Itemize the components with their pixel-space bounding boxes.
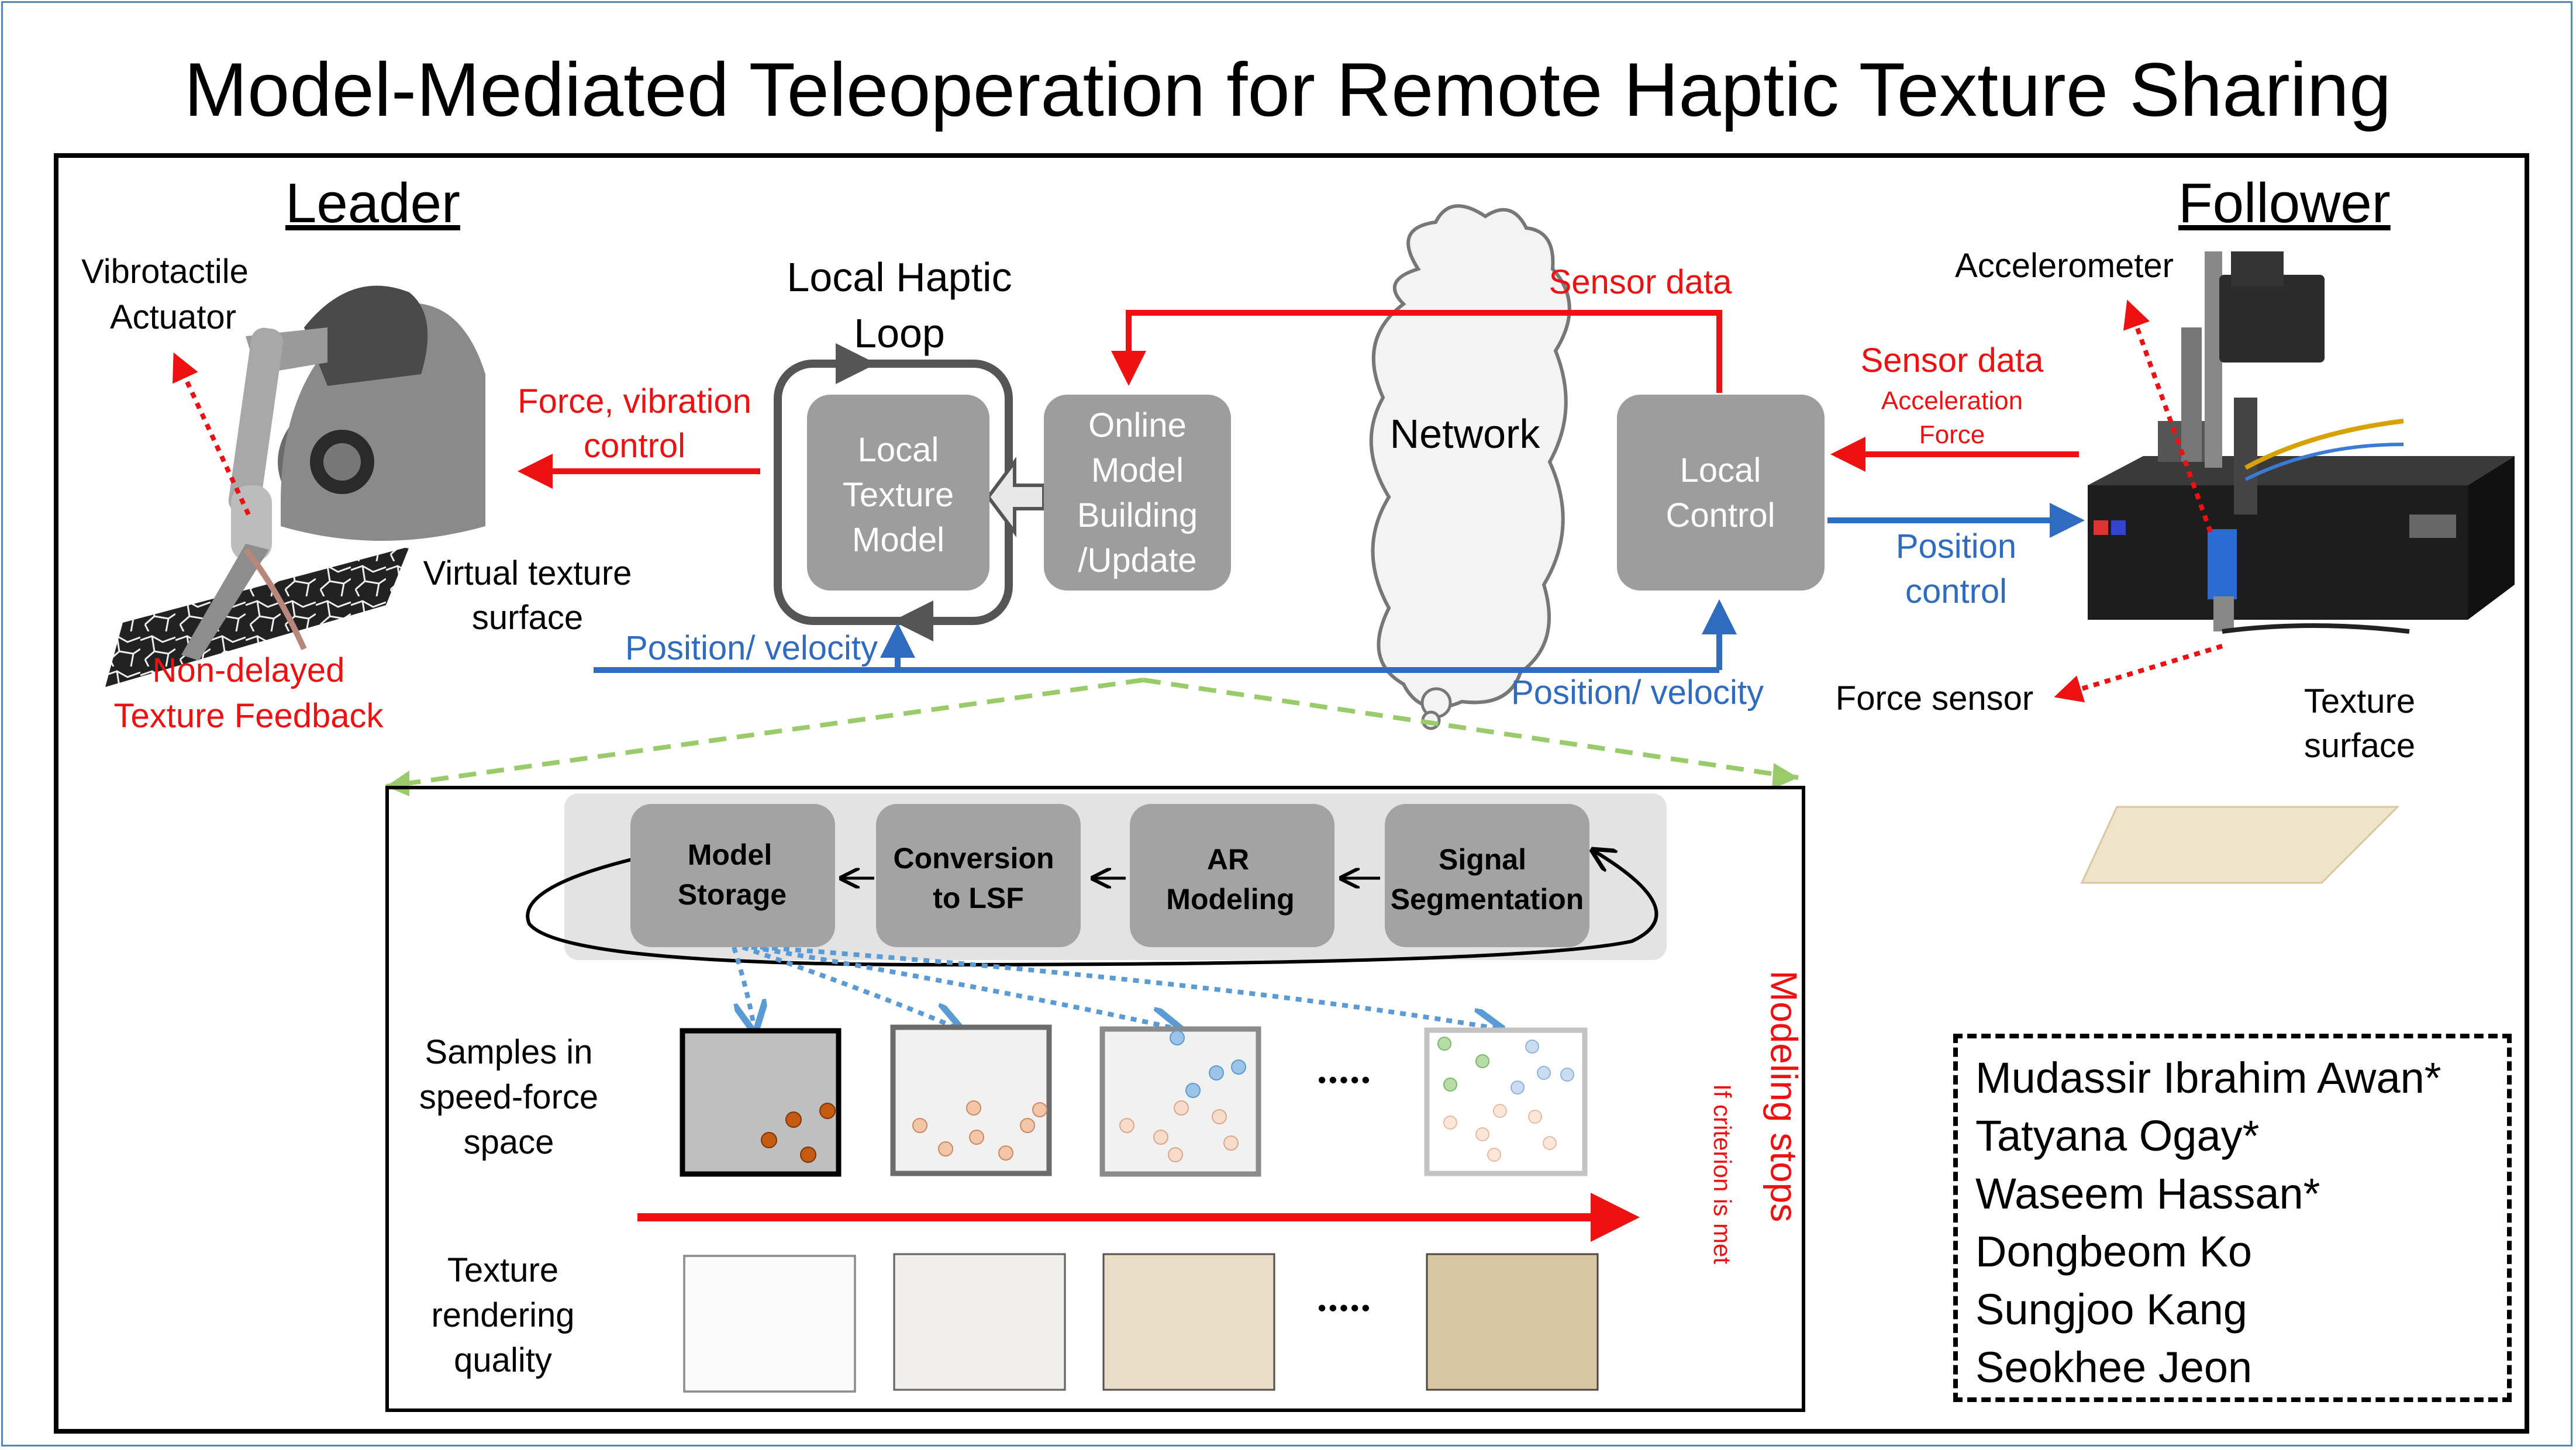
- step-signal-line1: Signal: [1438, 843, 1527, 876]
- sample-box-2: [890, 1024, 1052, 1176]
- texture-model-line1: Local: [857, 431, 939, 469]
- step-model-storage-line2: Storage: [677, 878, 787, 911]
- online-model-line4: /Update: [1078, 541, 1197, 579]
- authors-box: Mudassir Ibrahim Awan* Tatyana Ogay* Was…: [1953, 1034, 2512, 1402]
- criterion-label: If criterion is met: [1709, 1083, 1737, 1265]
- sample-box-4: [1424, 1027, 1588, 1176]
- network-label: Network: [1389, 411, 1540, 457]
- author-4: Dongbeom Ko: [1975, 1227, 2253, 1276]
- actuator-pointer-arrow: [173, 352, 251, 516]
- author-6: Seokhee Jeon: [1975, 1343, 2253, 1392]
- step-ar-line2: Modeling: [1166, 883, 1295, 916]
- step-conversion-line1: Conversion: [893, 842, 1054, 875]
- actuator-label-line1: Vibrotactile: [81, 253, 249, 291]
- force-control-label-line1: Force, vibration: [518, 382, 751, 420]
- samples-label-line2: speed-force: [419, 1078, 599, 1116]
- sample-dots-1: [761, 1103, 836, 1163]
- sensor-data-arrow: [1111, 310, 1722, 393]
- quality-label-line3: quality: [454, 1341, 552, 1379]
- accelerometer-pointer-arrow: [2123, 299, 2213, 533]
- model-update-arrow: [986, 457, 1046, 537]
- virtual-texture-label-line1: Virtual texture: [423, 554, 632, 592]
- online-model-line1: Online: [1088, 406, 1187, 444]
- step-signal-segmentation: [1385, 804, 1589, 947]
- step-ar-modeling: [1130, 804, 1334, 947]
- step-conversion-lsf: [876, 804, 1081, 947]
- position-control-label-line2: control: [1905, 572, 2008, 610]
- position-velocity-label-right: Position/ velocity: [1511, 674, 1764, 712]
- follower-texture-label-line1: Texture: [2303, 682, 2416, 720]
- online-model-line3: Building: [1077, 496, 1198, 534]
- sample-dots-4: [1437, 1037, 1574, 1162]
- samples-label-line1: Samples in: [425, 1033, 593, 1071]
- quality-label-line1: Texture: [447, 1251, 559, 1289]
- step-conversion-line2: to LSF: [933, 882, 1024, 914]
- quality-label-line2: rendering: [431, 1296, 575, 1334]
- leader-heading: Leader: [285, 172, 460, 234]
- leader-device-image: [105, 285, 485, 687]
- feedback-label-line2: Texture Feedback: [113, 697, 384, 735]
- force-sensor-pointer-arrow: [2054, 644, 2223, 703]
- force-sensor-label: Force sensor: [1835, 679, 2034, 717]
- modeling-stops-label: Modeling stops: [1763, 970, 1805, 1223]
- step-ar-line1: AR: [1206, 843, 1250, 876]
- local-texture-model-box: [807, 395, 989, 591]
- sample-dots-2: [912, 1100, 1047, 1161]
- samples-label-line3: space: [463, 1123, 554, 1161]
- main-frame: [54, 153, 2529, 1434]
- online-model-box: [1044, 395, 1231, 591]
- force-label: Force: [1919, 420, 1985, 449]
- actuator-label-line2: Actuator: [110, 298, 236, 336]
- texture-model-line3: Model: [852, 521, 944, 559]
- virtual-texture-patch: [105, 547, 409, 687]
- author-3: Waseem Hassan*: [1975, 1169, 2320, 1218]
- page-title: Model-Mediated Teleoperation for Remote …: [184, 47, 2392, 132]
- acceleration-label: Acceleration: [1881, 386, 2023, 415]
- quality-ellipsis: •••••: [1318, 1294, 1373, 1321]
- virtual-texture-label-line2: surface: [471, 599, 584, 637]
- follower-device-image: [2088, 251, 2515, 634]
- force-control-label-line2: control: [583, 427, 686, 465]
- local-control-line2: Control: [1665, 496, 1775, 534]
- author-2: Tatyana Ogay*: [1975, 1111, 2260, 1160]
- network-cloud: [1369, 204, 1571, 709]
- haptic-loop-label-line1: Local Haptic: [787, 254, 1012, 300]
- sensor-data-label: Sensor data: [1549, 263, 1732, 301]
- texture-model-line2: Texture: [842, 476, 954, 514]
- feedback-label-line1: Non-delayed: [152, 651, 345, 689]
- step-model-storage-line1: Model: [687, 838, 773, 871]
- pipeline-frame: [385, 786, 1805, 1412]
- haptic-loop-label-line2: Loop: [854, 310, 945, 356]
- samples-ellipsis: •••••: [1318, 1066, 1373, 1093]
- author-1: Mudassir Ibrahim Awan*: [1975, 1054, 2441, 1102]
- position-control-label-line1: Position: [1895, 527, 2017, 565]
- step-model-storage: [630, 804, 835, 947]
- online-model-line2: Model: [1091, 451, 1184, 489]
- accelerometer-label: Accelerometer: [1955, 247, 2174, 285]
- follower-sensor-data-label: Sensor data: [1860, 341, 2044, 379]
- local-control-box: [1617, 395, 1825, 591]
- step-signal-line2: Segmentation: [1390, 883, 1584, 916]
- local-control-line1: Local: [1680, 451, 1761, 489]
- follower-heading: Follower: [2178, 172, 2391, 234]
- follower-texture-label-line2: surface: [2303, 727, 2416, 765]
- position-velocity-label-left: Position/ velocity: [625, 629, 878, 667]
- author-5: Sungjoo Kang: [1975, 1285, 2247, 1334]
- sample-dots-3: [1119, 1030, 1246, 1162]
